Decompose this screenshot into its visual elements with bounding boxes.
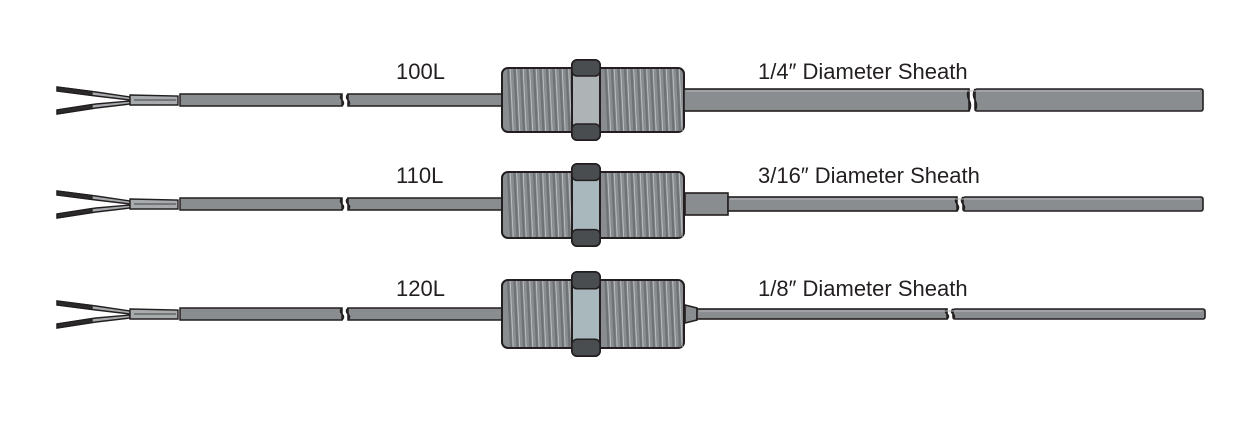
lead-wire-lower-tip [56,317,93,329]
compression-fitting [501,271,685,357]
sheath-far [974,88,1204,112]
nut-bottom-face [571,123,601,141]
lead-wire-upper-tip [56,300,93,311]
assembly-110l [56,163,1204,247]
lead-wire-lower-tip [56,103,93,115]
lead-wire-upper-tip [56,86,93,97]
sheath-break-mark [966,88,972,112]
lead-wire-lower-tip [56,207,93,219]
lead-wires [56,190,179,219]
lead-cable [179,307,503,321]
nut-bottom-face [571,228,601,247]
lead-wires [56,86,179,115]
model-label-100l: 100L [396,59,445,84]
lead-cable [179,197,503,211]
nut-top-face [571,163,601,182]
assembly-100l [56,59,1204,141]
sheath-break-mark [944,308,950,320]
sheath [683,88,1204,112]
nut-bottom-face [571,338,601,357]
sheath-label-eighth-inch: 1/8″ Diameter Sheath [758,276,968,301]
sheath [684,192,1204,216]
hex-nut [571,59,601,141]
threads [506,172,683,238]
sheath [684,303,1206,325]
sheath-collar [684,303,698,325]
nut-top-face [571,271,601,290]
model-label-110l: 110L [396,163,444,188]
compression-fitting [501,163,685,247]
assembly-120l [56,271,1206,357]
cable-break-mark [339,307,345,321]
hex-nut [571,163,601,247]
model-label-120l: 120L [396,276,445,301]
cable-break-mark [339,197,345,211]
nut-top-face [571,59,601,77]
sheath-collar [684,192,729,216]
sheath-near [683,88,970,112]
lead-wire-upper-tip [56,190,93,201]
compression-fitting [501,59,685,141]
threads [506,280,683,348]
threads [506,68,683,132]
lead-wires [56,300,179,329]
sheath-label-quarter-inch: 1/4″ Diameter Sheath [758,59,968,84]
sheath-label-three-sixteenths-inch: 3/16″ Diameter Sheath [758,163,980,188]
hex-nut [571,271,601,357]
lead-cable [179,93,503,107]
cable-break-mark [339,93,345,107]
